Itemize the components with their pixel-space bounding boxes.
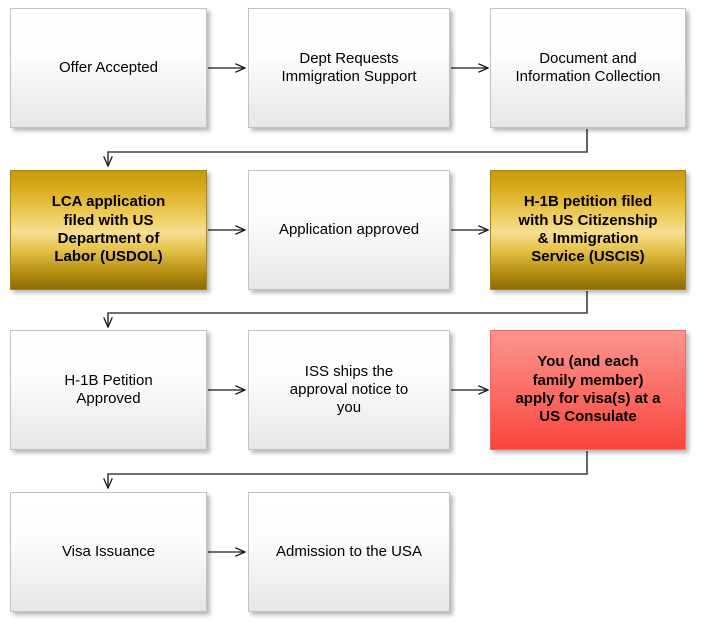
node-apply-for-visa-at-us-consulate[interactable]: You (and each family member) apply for v… [490,330,686,450]
node-offer-accepted[interactable]: Offer Accepted [10,8,207,128]
node-admission-to-the-usa[interactable]: Admission to the USA [248,492,450,612]
node-label: ISS ships the approval notice to you [289,362,409,417]
node-document-and-information-collection[interactable]: Document and Information Collection [490,8,686,128]
connector-visa-apply-to-issue [108,451,588,488]
node-label: H-1B Petition Approved [64,371,153,407]
node-label: Admission to the USA [276,542,422,560]
node-label: LCA application filed with US Department… [51,193,166,266]
connector-petition-to-approved [108,291,588,327]
node-label: Visa Issuance [61,542,156,560]
node-application-approved[interactable]: Application approved [248,170,450,290]
connector-document-to-lca [108,129,588,166]
node-iss-ships-approval-notice[interactable]: ISS ships the approval notice to you [248,330,450,450]
node-label: H-1B petition filed with US Citizenship … [518,193,658,266]
node-label: Offer Accepted [59,58,158,76]
node-visa-issuance[interactable]: Visa Issuance [10,492,207,612]
node-lca-application-filed-with-usdol[interactable]: LCA application filed with US Department… [10,170,207,290]
node-h1b-petition-filed-with-uscis[interactable]: H-1B petition filed with US Citizenship … [490,170,686,290]
node-label: You (and each family member) apply for v… [515,353,661,426]
node-label: Application approved [278,220,420,238]
node-dept-requests-immigration-support[interactable]: Dept Requests Immigration Support [248,8,450,128]
node-label: Document and Information Collection [515,49,661,85]
node-label: Dept Requests Immigration Support [281,49,417,85]
node-h1b-petition-approved[interactable]: H-1B Petition Approved [10,330,207,450]
